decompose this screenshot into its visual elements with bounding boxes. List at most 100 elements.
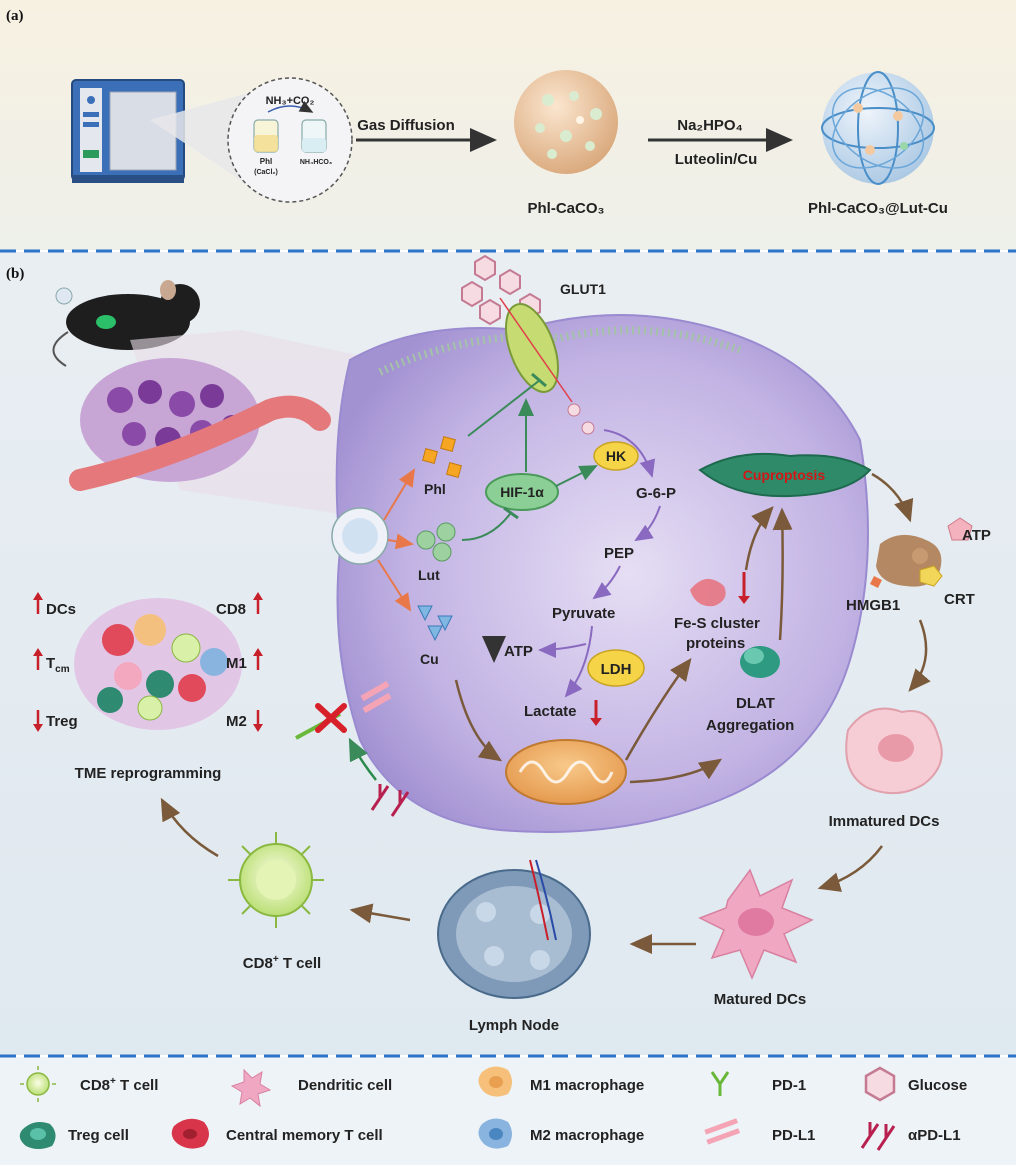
step2-bottom-label: Luteolin/Cu [675,151,758,168]
tme-cd8-label: CD8 [216,601,246,618]
vial1-sub-label: (CaCl₂) [254,169,278,176]
pyruvate-label: Pyruvate [552,605,615,622]
fes-to-cuproptosis [744,506,774,571]
phl-inhibits-glut1 [467,379,541,437]
legend-glucose-label: Glucose [908,1077,967,1094]
fes-label-1: Fe-S cluster [674,615,760,632]
vial-phl-icon [253,119,279,153]
fes-protein-icon [690,578,726,607]
tme-up-down-arrows [33,592,263,732]
legend-m2-label: M2 macrophage [530,1127,644,1144]
g6p-to-pep [634,505,661,542]
crt-icon [919,565,943,587]
legend-treg-icon [19,1122,56,1149]
legend-m1-icon [478,1066,512,1097]
oven-icon [71,79,185,183]
pyruvate-to-lactate [564,625,593,698]
idc-to-mdc [817,845,884,892]
glut1-label: GLUT1 [560,281,606,297]
lactate-label: Lactate [524,703,577,720]
legend-pdl1-icon [704,1118,741,1145]
legend-pd1-icon [710,1071,730,1096]
hif-label: HIF-1α [500,484,544,500]
dlat-label-1: DLAT [736,695,775,712]
cd8-to-tme [160,797,219,858]
legend-tcm-icon [171,1118,209,1149]
legend-pd1-label: PD-1 [772,1077,806,1094]
tme-m1-label: M1 [226,655,247,672]
mitochondrion [505,739,627,805]
hmgb1-label: HMGB1 [846,597,900,614]
dlat-to-cuproptosis [772,507,793,641]
legend-pdl1-label: PD-L1 [772,1127,815,1144]
cu-to-mito [454,679,503,762]
oven-gas-label: NH₃+CO₂ [266,95,315,107]
tumor-cell [335,314,869,833]
hif-to-hk [555,465,598,487]
cuproptosis-to-dead-cell [871,472,914,523]
legend-cd8-icon [20,1066,56,1102]
immature-dcs-label: Immatured DCs [829,813,940,830]
pdl1-on-cell-icon [360,680,392,714]
vial1-label: Phl [260,157,272,166]
legend-m2-icon [478,1118,512,1149]
lut-molecule-icons [416,522,456,562]
hmgb1-icon [870,576,882,588]
pd1-blocked-icon [295,703,347,740]
tme-dcs-label: DCs [46,601,76,618]
fes-label-2: proteins [686,635,745,652]
cd8-cell-label: CD8+ T cell [243,954,321,972]
zoom-circle [227,77,353,203]
lymph-to-cd8 [349,903,411,924]
lymph-node-icon [437,859,591,999]
cu-label: Cu [420,651,439,667]
cd8-t-cell-icon [228,832,324,928]
atp-out-icon [947,517,973,541]
legend-glucose-icon [864,1066,896,1102]
dlat-label-2: Aggregation [706,717,794,734]
atp-cell-label: ATP [504,643,533,660]
vial2-label: NH₄HCO₃ [300,159,332,166]
legend-treg-label: Treg cell [68,1127,129,1144]
legend-m1-label: M1 macrophage [530,1077,644,1094]
tme-label: TME reprogramming [75,765,222,782]
legend-cd8-label: CD8+ T cell [80,1076,158,1094]
hk-label: HK [606,448,626,464]
ldh-label: LDH [601,661,632,678]
immature-dc-icon [845,707,943,795]
panel-b-label: (b) [6,266,24,282]
pep-label: PEP [604,545,634,562]
mito-to-dlat [629,758,723,784]
step1-label: Gas Diffusion [357,117,455,134]
matured-dcs-label: Matured DCs [714,991,807,1008]
mito-to-fes [624,657,692,761]
step2-top-label: Na₂HPO₄ [677,117,743,134]
phl-caco3-lut-cu-sphere [821,71,935,185]
legend-apdl1-icon [860,1122,896,1151]
apdl1-block-arrow [348,737,377,781]
phl-label: Phl [424,481,446,497]
lymph-node-label: Lymph Node [469,1017,559,1034]
blood-vessel [69,395,331,491]
vial-nh4hco3-icon [301,119,327,153]
cu-ion-icons [417,605,453,642]
atp-out-label: ATP [962,527,991,544]
pyruvate-to-atp [538,641,587,658]
arrow-np-phl [383,468,416,521]
g6p-label: G-6-P [636,485,676,502]
lut-inhibits-hif [461,513,511,541]
legend-dendritic-icon [230,1068,272,1108]
phl-molecule-icons [422,436,462,478]
arrow-np-cu [377,559,412,612]
cuproptosis-node [698,452,872,498]
tme-tcm-label: Tcm [46,655,70,675]
pep-to-pyruvate [592,565,621,600]
arrow-np-lut [387,533,414,550]
tme-treg-label: Treg [46,713,78,730]
panel-a-label: (a) [6,8,24,24]
gas-arrow [267,100,314,113]
hif-node [485,473,559,511]
legend-tcm-label: Central memory T cell [226,1127,383,1144]
